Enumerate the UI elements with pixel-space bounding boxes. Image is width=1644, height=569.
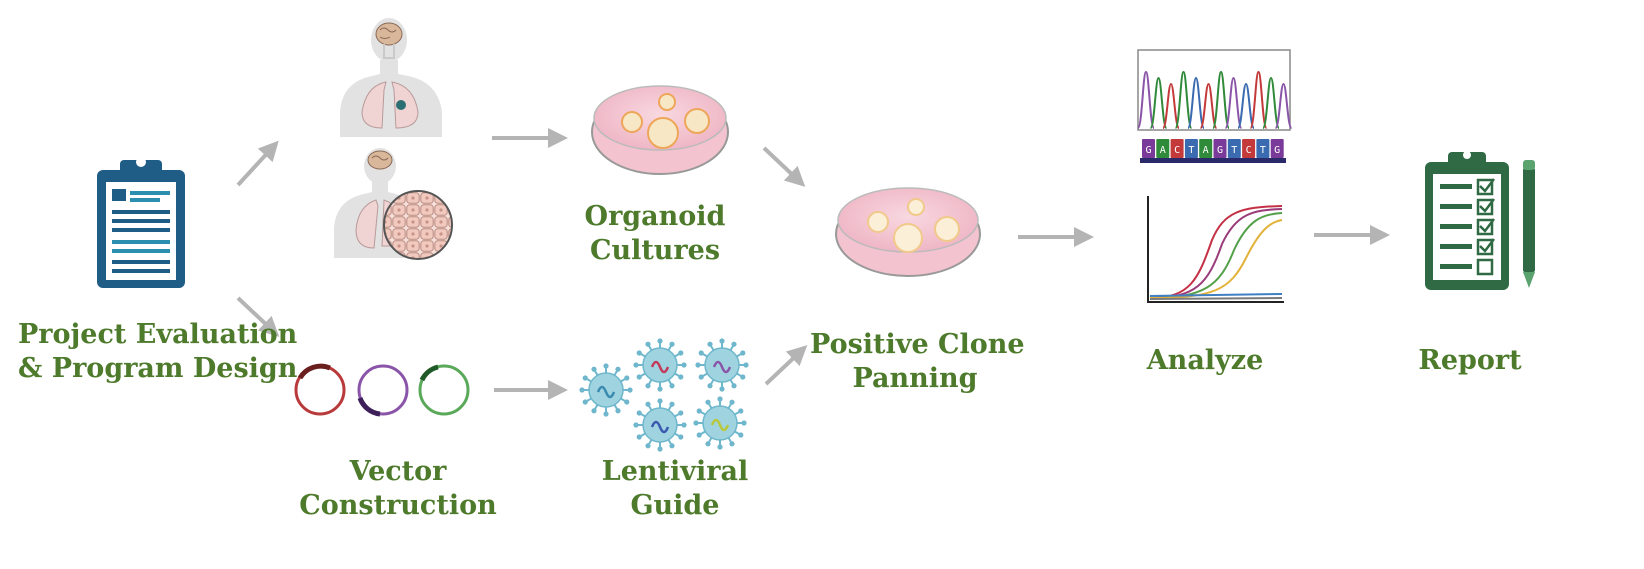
arrow-organoid-to-panning <box>762 146 806 187</box>
label-positive-clone-panning: Positive Clone Panning <box>810 329 1025 394</box>
arrow-project-to-vector <box>236 296 280 337</box>
svg-text:A: A <box>1160 145 1166 156</box>
svg-text:T: T <box>1188 145 1194 156</box>
plasmid-vectors-icon <box>294 363 470 417</box>
organoid-petri-dish-icon <box>591 85 729 175</box>
sequence-base: T <box>1184 139 1198 158</box>
svg-text:A: A <box>1203 145 1209 156</box>
positive-clone-petri-dish-icon <box>835 187 981 277</box>
virus-particle <box>693 396 747 450</box>
sequence-base: A <box>1156 139 1170 158</box>
svg-text:C: C <box>1246 145 1252 156</box>
svg-text:T: T <box>1231 145 1237 156</box>
label-report: Report <box>1418 345 1522 376</box>
sequence-base: G <box>1270 139 1284 158</box>
sequence-base: G <box>1142 139 1155 158</box>
qpcr-amplification-curves-icon <box>1147 196 1284 303</box>
patient-tissue-icon <box>334 148 453 260</box>
svg-text:C: C <box>1174 145 1180 156</box>
virus-particle <box>579 363 633 417</box>
label-vector-construction: Vector Construction <box>299 456 497 521</box>
sequence-base: G <box>1213 139 1227 158</box>
lentivirus-particles-icon <box>579 338 749 452</box>
clipboard-icon <box>97 157 185 288</box>
sequence-base: A <box>1199 139 1213 158</box>
virus-particle <box>695 338 749 392</box>
sequence-base: T <box>1256 139 1270 158</box>
label-lentiviral-guide: Lentiviral Guide <box>601 456 749 521</box>
svg-text:G: G <box>1145 145 1151 156</box>
sequence-base: T <box>1227 139 1241 158</box>
svg-text:T: T <box>1260 145 1266 156</box>
arrow-project-to-patient <box>236 140 279 187</box>
label-project-evaluation: Project Evaluation & Program Design <box>18 319 298 384</box>
label-analyze: Analyze <box>1146 345 1264 376</box>
virus-particle <box>633 338 687 392</box>
sequence-base: C <box>1242 139 1256 158</box>
label-organoid-cultures: Organoid Cultures <box>584 201 726 266</box>
flow-arrows <box>236 128 1390 400</box>
virus-particle <box>633 398 687 452</box>
pen-icon <box>1523 160 1535 288</box>
report-clipboard-icon <box>1425 151 1535 290</box>
svg-text:G: G <box>1274 145 1280 156</box>
arrow-lentiviral-to-panning <box>764 345 808 386</box>
patient-tumor-icon <box>340 18 442 137</box>
svg-text:G: G <box>1217 145 1223 156</box>
sequence-base: C <box>1170 139 1184 158</box>
